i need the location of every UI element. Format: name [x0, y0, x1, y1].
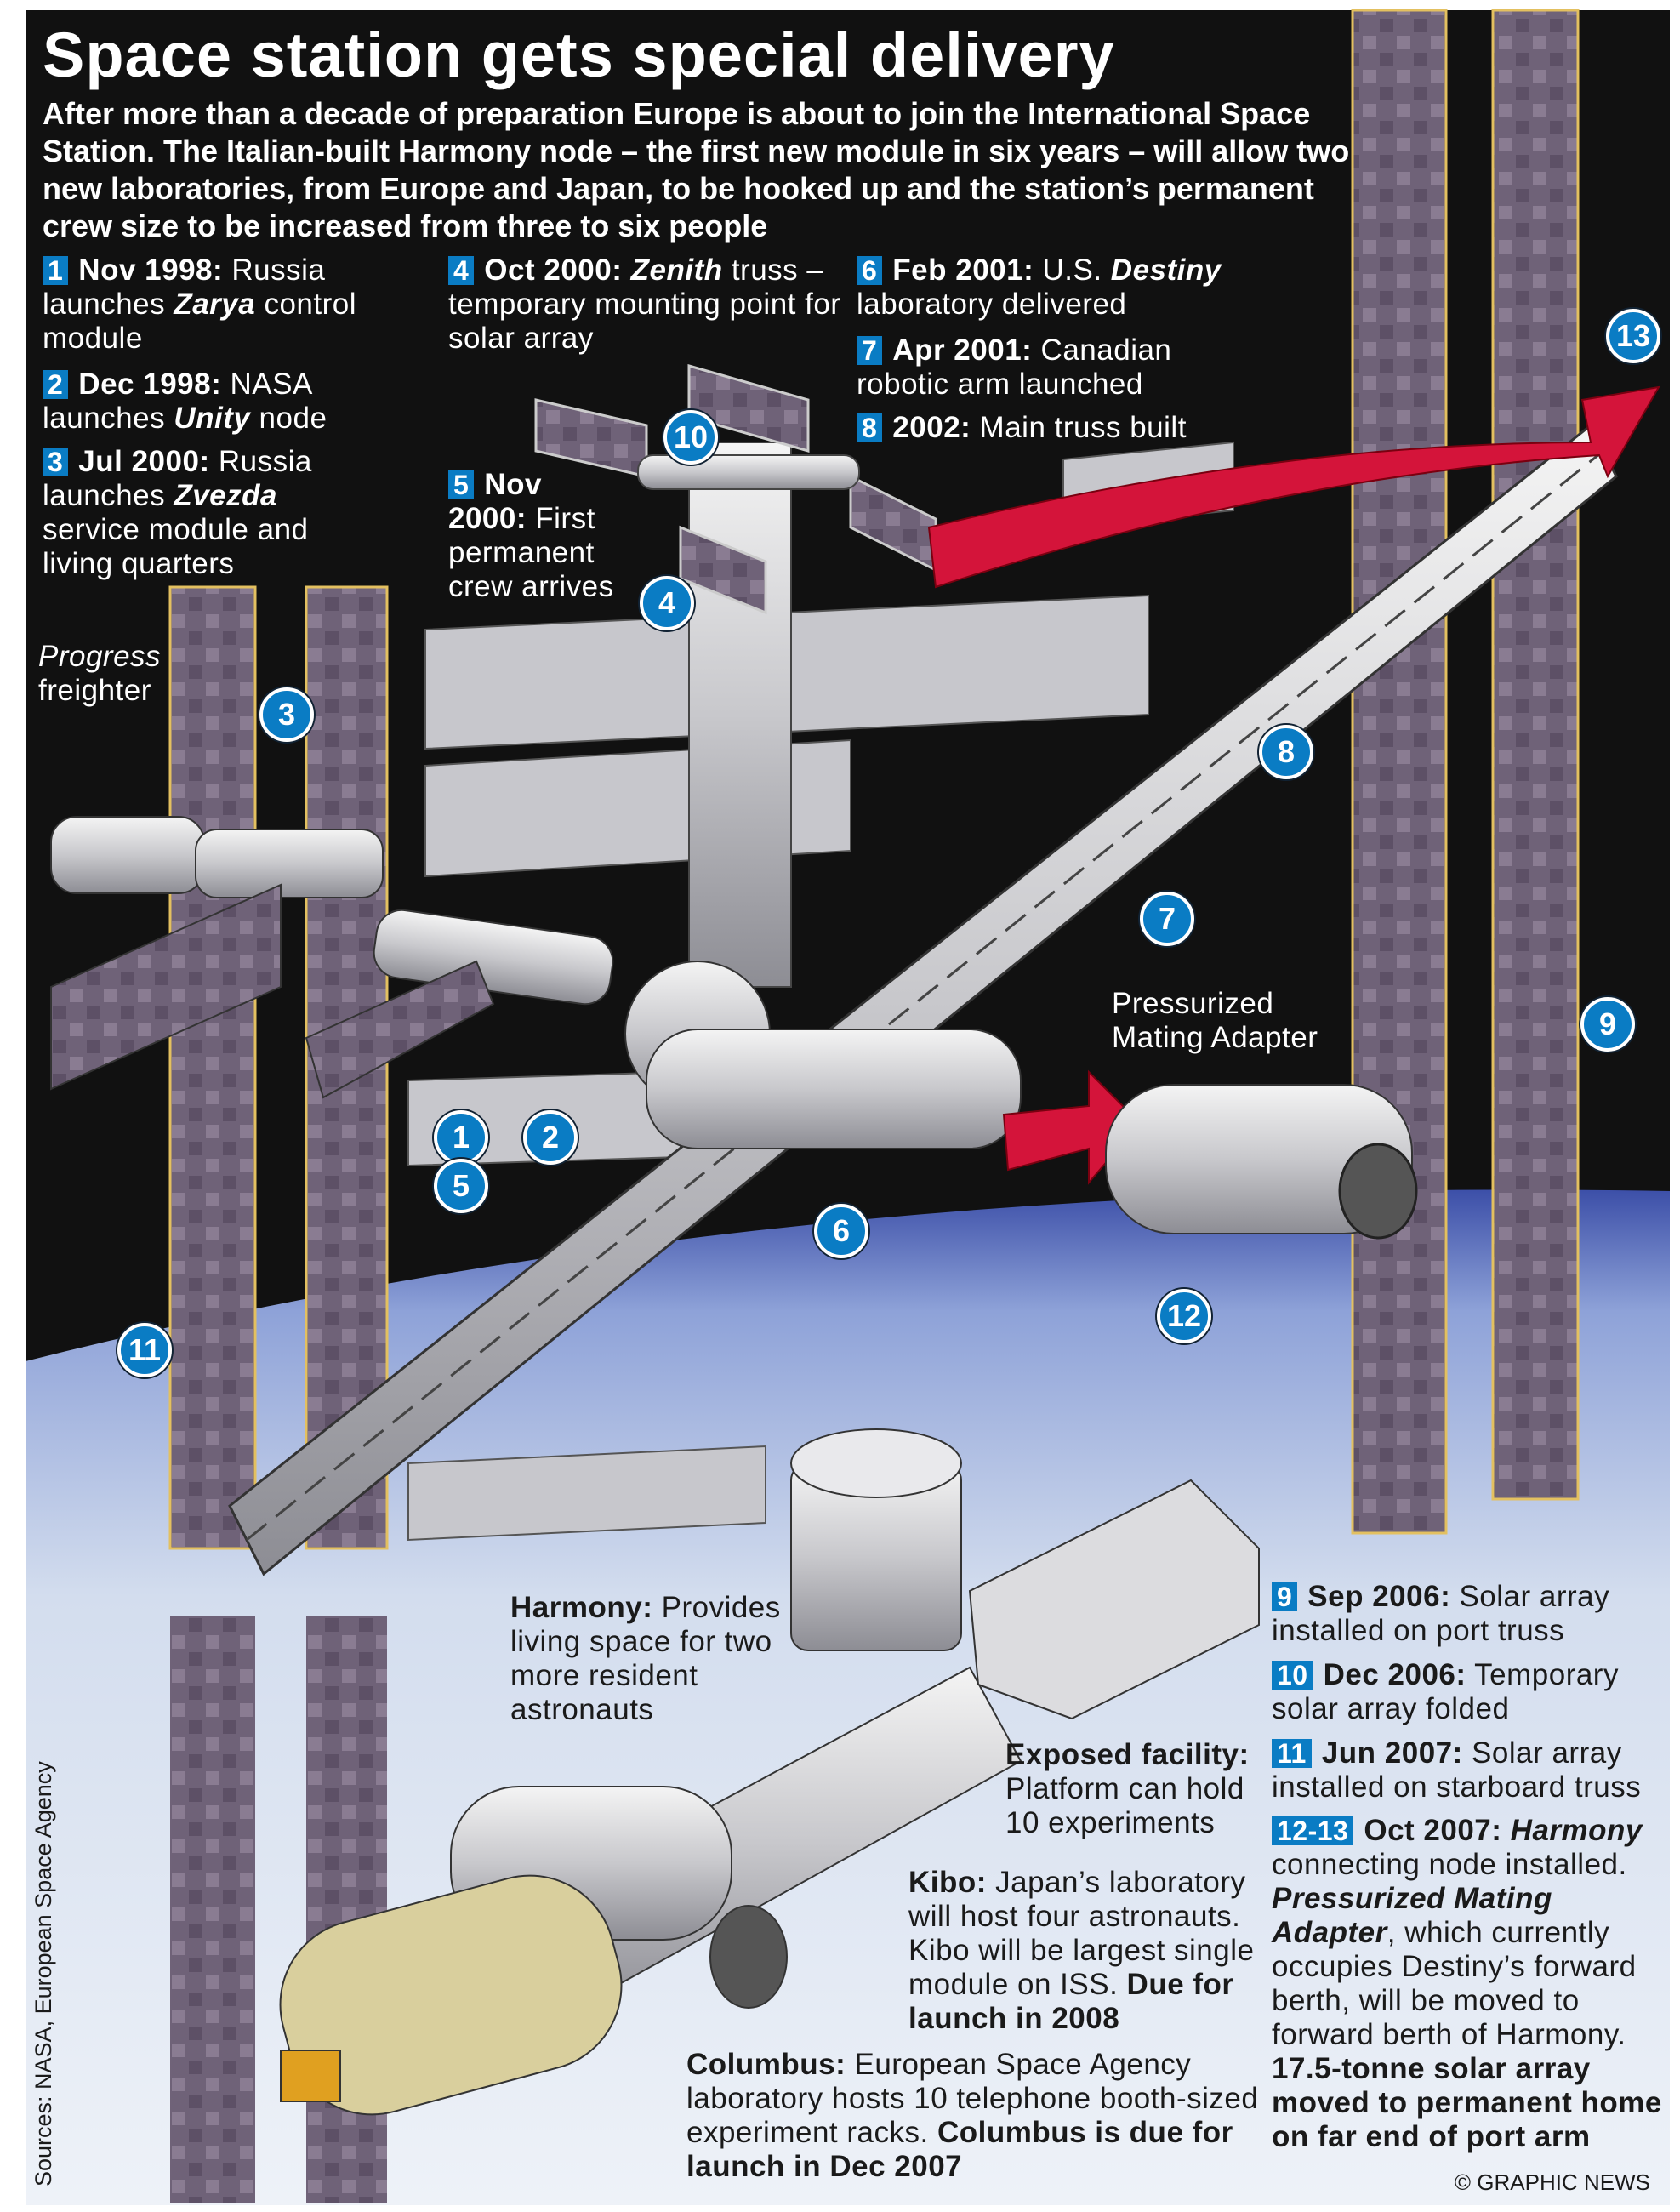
- exposed-facility-label: Exposed facility: Platform can hold 10 e…: [1005, 1738, 1250, 1839]
- kibo-label: Kibo: Japan’s laboratory will host four …: [908, 1866, 1255, 2035]
- marker-8: 8: [1259, 725, 1313, 779]
- russian-segment: [50, 816, 614, 1099]
- marker-6: 6: [814, 1204, 868, 1258]
- marker-2: 2: [523, 1110, 578, 1165]
- columbus-label: Columbus: European Space Agency laborato…: [686, 2048, 1259, 2183]
- marker-9: 9: [1580, 997, 1635, 1052]
- marker-12: 12: [1157, 1289, 1211, 1343]
- sources-note: Sources: NASA, European Space Agency: [31, 1761, 56, 2186]
- marker-5: 5: [434, 1159, 488, 1213]
- marker-3: 3: [259, 687, 314, 742]
- marker-4: 4: [640, 576, 694, 630]
- marker-13: 13: [1606, 309, 1660, 363]
- harmony-label: Harmony: Provides living space for two m…: [510, 1591, 781, 1726]
- page-subtitle: After more than a decade of preparation …: [43, 96, 1350, 243]
- harmony-node: [1105, 1084, 1413, 1234]
- marker-7: 7: [1140, 892, 1194, 946]
- page-title: Space station gets special delivery: [43, 20, 1115, 90]
- temporary-solar-array: [534, 364, 937, 615]
- progress-freighter-label: Progress freighter: [38, 640, 162, 707]
- marker-10: 10: [663, 410, 718, 465]
- us-segment: [624, 961, 1022, 1149]
- relocation-arrow: [927, 385, 1660, 589]
- marker-1: 1: [434, 1110, 488, 1165]
- credit: © GRAPHIC NEWS: [1454, 2169, 1650, 2195]
- pma-label: Pressurized Mating Adapter: [1112, 987, 1318, 1054]
- zenith-truss: [688, 442, 792, 988]
- columbus-module: [279, 1874, 623, 2116]
- marker-11: 11: [117, 1323, 172, 1377]
- solar-arrays: [168, 9, 1580, 2203]
- main-truss: [228, 423, 1618, 1576]
